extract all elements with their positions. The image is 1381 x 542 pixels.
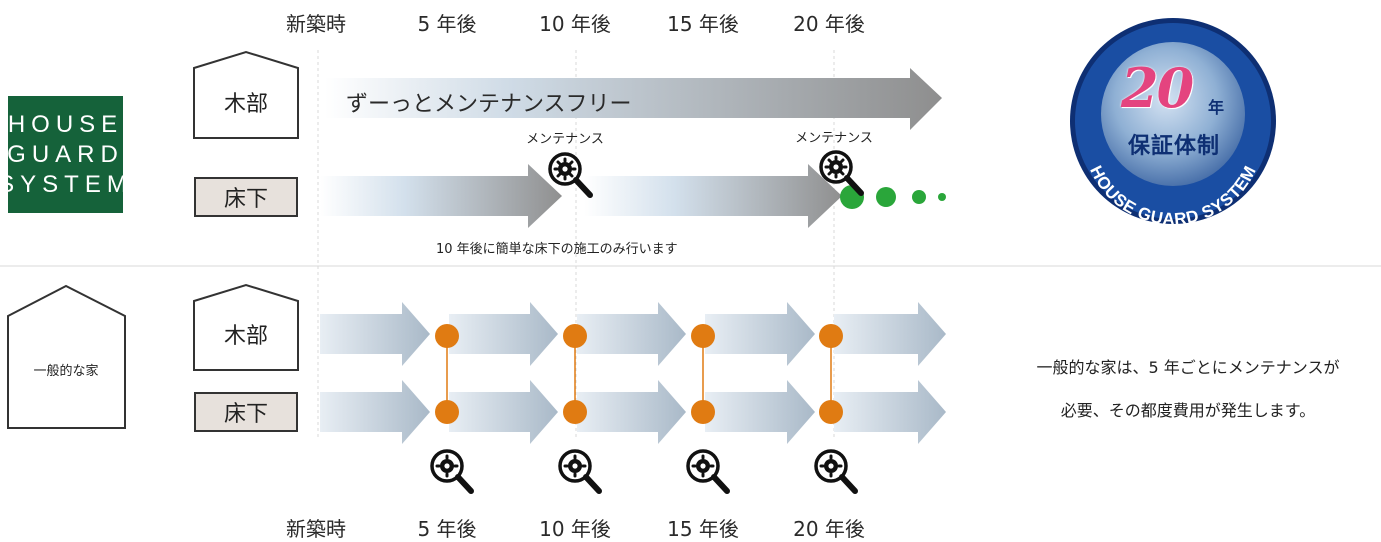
maintenance-label-10y: メンテナンス [526, 132, 604, 147]
continuation-dots [840, 185, 946, 209]
maintenance-search-icon [558, 449, 602, 494]
wood-label-bottom: 木部 [223, 324, 268, 349]
maintenance-search-icon [548, 152, 593, 198]
floor-arrow-1 [320, 164, 562, 228]
general-house-outline [7, 284, 126, 429]
year-label-bottom-2: 10 年後 [539, 517, 611, 541]
year-label-bottom-0: 新築時 [286, 517, 346, 541]
floor-maintenance-note: 10 年後に簡単な床下の施工のみ行います [436, 242, 678, 257]
year-label-top-1: 5 年後 [417, 12, 477, 36]
year-label-top-0: 新築時 [286, 12, 346, 36]
logo-line-guard: GUARD [7, 140, 124, 168]
floor-label-bottom: 床下 [194, 392, 298, 432]
floor-arrows-bottom [320, 380, 946, 444]
year-guides [317, 50, 835, 438]
badge-unit: 年 [1208, 98, 1225, 117]
maintenance-search-icon [686, 449, 730, 494]
badge-caption: 保証体制 [1128, 134, 1221, 159]
year-label-top-4: 20 年後 [793, 12, 865, 36]
badge-number: 20 [1121, 56, 1194, 120]
floor-label-top: 床下 [194, 177, 298, 217]
maintenance-free-arrow [325, 68, 942, 130]
year-label-bottom-3: 15 年後 [667, 517, 739, 541]
logo-line-house: HOUSE [7, 110, 124, 138]
warranty-badge: HOUSE GUARD SYSTEM [1070, 18, 1276, 229]
house-guard-system-logo: HOUSE GUARD SYSTEM [0, 96, 127, 213]
maintenance-search-icon [819, 150, 864, 196]
wood-arrows-bottom [320, 302, 946, 366]
maintenance-free-text: ずーっとメンテナンスフリー [346, 92, 632, 117]
general-house-label: 一般的な家 [33, 364, 99, 379]
maintenance-label-20y: メンテナンス [795, 131, 873, 146]
house-outline-top [193, 50, 299, 139]
maintenance-search-icon [814, 449, 858, 494]
year-label-top-2: 10 年後 [539, 12, 611, 36]
house-outline-bottom [193, 283, 299, 371]
description-line-1: 一般的な家は、5 年ごとにメンテナンスが [1036, 358, 1340, 377]
maintenance-search-icon [430, 449, 474, 494]
floor-arrow-2 [584, 164, 842, 228]
maintenance-nodes [435, 324, 843, 424]
year-label-top-3: 15 年後 [667, 12, 739, 36]
description-line-2: 必要、その都度費用が発生します。 [1060, 401, 1316, 420]
year-label-bottom-1: 5 年後 [417, 517, 477, 541]
wood-label-top: 木部 [223, 92, 268, 117]
logo-line-system: SYSTEM [0, 170, 133, 198]
year-label-bottom-4: 20 年後 [793, 517, 865, 541]
